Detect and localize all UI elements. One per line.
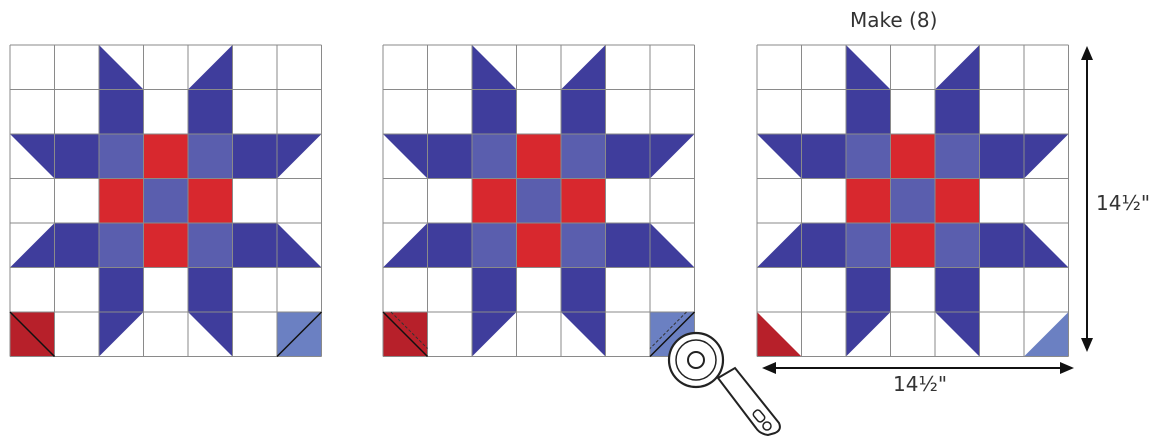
- center-blue-square: [891, 179, 936, 224]
- center-blue-square: [188, 223, 233, 268]
- center-blue-square: [846, 134, 891, 179]
- center-red-square: [891, 223, 936, 268]
- make-count-label: Make (8): [850, 8, 937, 32]
- center-red-square: [517, 223, 562, 268]
- center-red-square: [144, 134, 189, 179]
- quilt-block-step-1: [10, 45, 322, 357]
- block-width-label: 14½": [893, 372, 947, 396]
- center-red-square: [891, 134, 936, 179]
- center-blue-square: [561, 134, 606, 179]
- center-blue-square: [517, 179, 562, 224]
- center-red-square: [99, 179, 144, 224]
- center-red-square: [472, 179, 517, 224]
- center-blue-square: [99, 223, 144, 268]
- center-blue-square: [935, 134, 980, 179]
- center-blue-square: [846, 223, 891, 268]
- center-blue-square: [561, 223, 606, 268]
- block-height-label: 14½": [1096, 191, 1150, 215]
- center-red-square: [561, 179, 606, 224]
- center-blue-square: [188, 134, 233, 179]
- height-dimension-arrow: [1081, 46, 1093, 352]
- center-blue-square: [99, 134, 144, 179]
- center-blue-square: [472, 134, 517, 179]
- quilt-block-finished: [757, 45, 1069, 357]
- center-red-square: [517, 134, 562, 179]
- center-blue-square: [472, 223, 517, 268]
- center-blue-square: [144, 179, 189, 224]
- center-red-square: [144, 223, 189, 268]
- center-red-square: [188, 179, 233, 224]
- center-red-square: [846, 179, 891, 224]
- center-blue-square: [935, 223, 980, 268]
- quilt-block-step-2: [383, 45, 695, 357]
- center-red-square: [935, 179, 980, 224]
